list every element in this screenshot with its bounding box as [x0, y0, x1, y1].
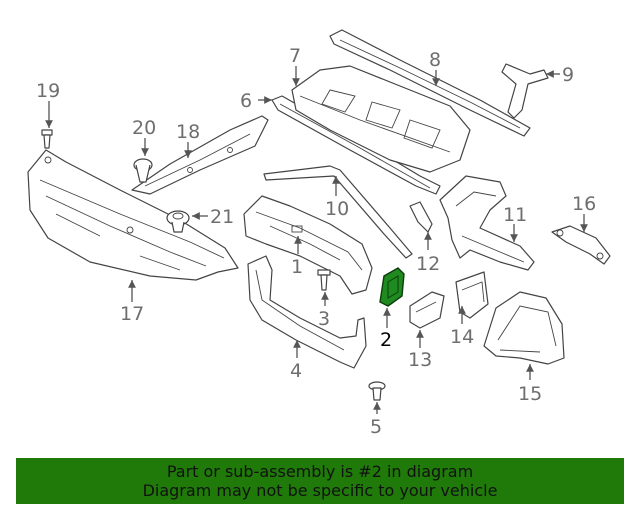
parts-diagram: 19 20 18 21 17 6 7 8 9 10 1 2 3 4 5 11 1…	[27, 29, 611, 438]
part-13-duct[interactable]	[409, 291, 445, 329]
callout-12: 12	[416, 253, 440, 275]
callout-14: 14	[450, 326, 474, 348]
callout-2: 2	[380, 329, 392, 351]
leader-lines	[45, 66, 588, 414]
callout-8: 8	[429, 49, 441, 71]
part-4-lower-frame[interactable]	[247, 255, 367, 369]
banner-line-2: Diagram may not be specific to your vehi…	[142, 481, 498, 500]
part-15-air-duct[interactable]	[483, 291, 565, 365]
callout-11: 11	[503, 204, 527, 226]
callout-15: 15	[518, 383, 542, 405]
part-11-side-bracket[interactable]	[439, 175, 535, 271]
callout-4: 4	[290, 360, 302, 382]
part-20-clip[interactable]	[133, 158, 153, 183]
part-9-bracket[interactable]	[501, 63, 549, 119]
callout-20: 20	[132, 117, 156, 139]
part-2-seal-highlighted[interactable]	[379, 267, 405, 307]
banner-line-1: Part or sub-assembly is #2 in diagram	[166, 462, 474, 481]
callout-19: 19	[36, 80, 60, 102]
callout-16: 16	[572, 193, 596, 215]
part-3-pin[interactable]	[317, 269, 331, 291]
callout-9: 9	[562, 64, 574, 86]
part-17-bumper-bracket[interactable]	[27, 149, 239, 281]
callout-10: 10	[325, 198, 349, 220]
part-16-bracket[interactable]	[551, 225, 611, 265]
part-7-support-panel[interactable]	[291, 65, 471, 173]
callout-18: 18	[176, 121, 200, 143]
callout-1: 1	[291, 256, 303, 278]
part-10-rod[interactable]	[263, 165, 413, 259]
callout-7: 7	[289, 45, 301, 67]
part-12-bracket[interactable]	[409, 201, 433, 233]
callout-3: 3	[318, 308, 330, 330]
info-banner: Part or sub-assembly is #2 in diagram Di…	[16, 458, 624, 504]
part-5-bolt[interactable]	[368, 381, 386, 401]
part-1-radiator-support[interactable]	[243, 195, 373, 295]
part-19-push-pin[interactable]	[41, 129, 53, 149]
callout-13: 13	[408, 349, 432, 371]
callout-21: 21	[210, 206, 234, 228]
part-21-grommet[interactable]	[166, 210, 190, 233]
callout-5: 5	[370, 416, 382, 438]
part-14-air-guide[interactable]	[455, 271, 489, 319]
callout-17: 17	[120, 303, 144, 325]
callout-labels: 19 20 18 21 17 6 7 8 9 10 1 2 3 4 5 11 1…	[36, 45, 596, 438]
callout-6: 6	[240, 90, 252, 112]
